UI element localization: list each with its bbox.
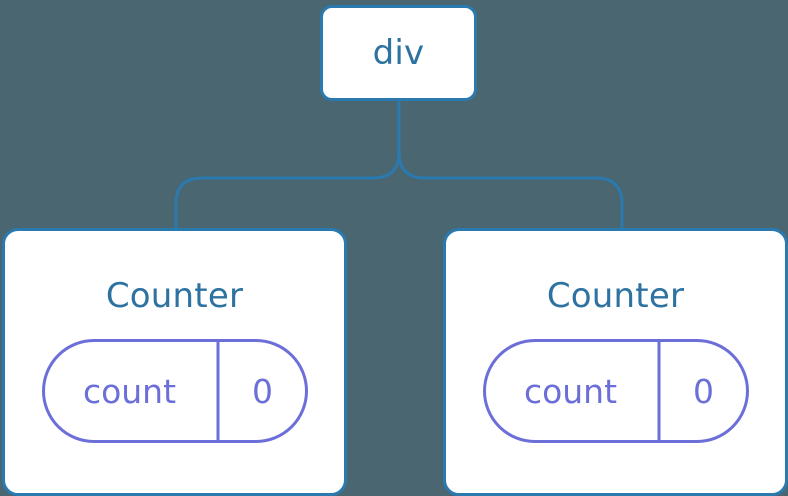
state-value-left: 0 [252, 371, 273, 411]
node-counter-left[interactable]: Counter count 0 [2, 228, 347, 496]
node-div[interactable]: div [320, 5, 477, 101]
state-pill-left-shape [41, 339, 308, 443]
state-key-right: count [523, 371, 618, 411]
edge-div-to-right-counter [397, 99, 624, 230]
edge-div-to-left-counter [174, 99, 401, 230]
node-counter-left-label: Counter [105, 276, 244, 316]
node-counter-right[interactable]: Counter count 0 [443, 228, 788, 496]
node-counter-right-label: Counter [546, 276, 685, 316]
node-div-label: div [372, 33, 425, 73]
state-value-right: 0 [693, 371, 714, 411]
state-pill-left[interactable]: count 0 [41, 339, 308, 443]
state-pill-right-shape [482, 339, 749, 443]
state-pill-right[interactable]: count 0 [482, 339, 749, 443]
state-key-left: count [82, 371, 177, 411]
